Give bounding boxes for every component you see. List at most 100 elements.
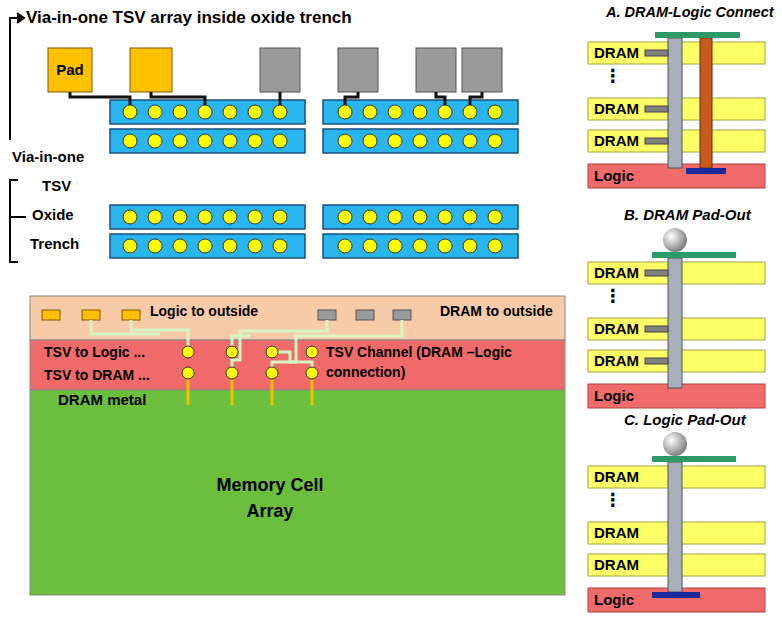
- ellipsis-mark: ⋮: [604, 66, 622, 88]
- tsv-via: [388, 105, 402, 119]
- tsv-via: [488, 134, 502, 148]
- node-text: Pad: [56, 61, 84, 79]
- tsv-via: [198, 134, 212, 148]
- dram-die: DRAM: [588, 262, 765, 284]
- node-text: DRAM: [594, 468, 639, 486]
- tsv-via: [273, 210, 287, 224]
- node-text: Memory Cell Array: [215, 472, 325, 524]
- node-text: DRAM: [594, 264, 639, 282]
- pad-box: Pad: [48, 48, 92, 92]
- logic-die: Logic: [588, 164, 765, 188]
- tsv-via: [488, 210, 502, 224]
- diagram-title: Via-in-one TSV array inside oxide trench: [26, 8, 352, 28]
- node-text: DRAM: [594, 556, 639, 574]
- side-label: TSV: [42, 177, 71, 195]
- node-text: DRAM: [594, 44, 639, 62]
- tsv-via: [123, 239, 137, 253]
- tsv-via: [463, 239, 477, 253]
- tsv-via: [248, 134, 262, 148]
- tsv-via: [148, 105, 162, 119]
- panel-title: C. Logic Pad-Out: [624, 411, 746, 429]
- tsv-via: [488, 105, 502, 119]
- tsv-via: [463, 105, 477, 119]
- dram-die: DRAM: [588, 466, 765, 488]
- dram-die: DRAM: [588, 42, 765, 64]
- dram-die: DRAM: [588, 318, 765, 340]
- tsv-via: [463, 134, 477, 148]
- tsv-via: [223, 210, 237, 224]
- tsv-via: [413, 105, 427, 119]
- node-text: TSV to Logic ...: [44, 342, 204, 362]
- tsv-via: [413, 239, 427, 253]
- tsv-via: [438, 105, 452, 119]
- logic-die: Logic: [588, 384, 765, 408]
- tsv-via: [173, 105, 187, 119]
- tsv-band: TSV to Logic ... TSV to DRAM ... TSV Chann…: [30, 340, 565, 390]
- tsv-via: [438, 210, 452, 224]
- tsv-via: [363, 134, 377, 148]
- tsv-via: [363, 210, 377, 224]
- dram-die: DRAM: [588, 98, 765, 120]
- tsv-via: [388, 239, 402, 253]
- tsv-via: [148, 210, 162, 224]
- tsv-via: [248, 239, 262, 253]
- panel-title: A. DRAM-Logic Connect: [606, 4, 774, 21]
- tsv-via: [248, 105, 262, 119]
- tsv-via: [388, 134, 402, 148]
- dram-die: DRAM: [588, 350, 765, 372]
- node-text: Logic: [594, 167, 634, 185]
- tsv-via: [363, 105, 377, 119]
- side-label: Oxide: [32, 206, 74, 224]
- outside-pad-band: Logic to outsideDRAM to outside: [30, 296, 565, 340]
- tsv-via: [198, 210, 212, 224]
- node-text: DRAM to outside: [440, 301, 590, 321]
- tsv-via: [173, 210, 187, 224]
- tsv-via: [248, 210, 262, 224]
- dram-die: DRAM: [588, 554, 765, 576]
- node-text: Logic to outside: [150, 301, 350, 321]
- tsv-via: [338, 239, 352, 253]
- tsv-via: [148, 134, 162, 148]
- tsv-via: [123, 134, 137, 148]
- dram-die: DRAM: [588, 522, 765, 544]
- tsv-via: [363, 239, 377, 253]
- tsv-via: [338, 210, 352, 224]
- tsv-via: [198, 239, 212, 253]
- side-label: Via-in-one: [12, 148, 84, 166]
- node-text: TSV to DRAM ...: [44, 365, 204, 385]
- tsv-via: [438, 239, 452, 253]
- tsv-via: [338, 105, 352, 119]
- tsv-via: [413, 134, 427, 148]
- tsv-via: [173, 239, 187, 253]
- side-label: Trench: [30, 235, 79, 253]
- tsv-via: [273, 134, 287, 148]
- node-text: DRAM: [594, 100, 639, 118]
- logic-die: Logic: [588, 588, 765, 612]
- ellipsis-mark: ⋮: [604, 490, 622, 512]
- memory-cell-array: Memory Cell Array: [30, 390, 565, 595]
- tsv-via: [223, 239, 237, 253]
- tsv-via: [148, 239, 162, 253]
- part-label: DRAM metal: [58, 391, 146, 409]
- node-text: Logic: [594, 591, 634, 609]
- node-text: Logic: [594, 387, 634, 405]
- tsv-via: [463, 210, 477, 224]
- tsv-via: [123, 105, 137, 119]
- tsv-via: [223, 105, 237, 119]
- node-text: TSV Channel (DRAM –Logic connection): [326, 342, 561, 383]
- tsv-via: [123, 210, 137, 224]
- tsv-via: [273, 239, 287, 253]
- tsv-via: [273, 105, 287, 119]
- node-text: DRAM: [594, 352, 639, 370]
- node-text: DRAM: [594, 524, 639, 542]
- ellipsis-mark: ⋮: [604, 286, 622, 308]
- tsv-via: [338, 134, 352, 148]
- dram-die: DRAM: [588, 130, 765, 152]
- tsv-via: [388, 210, 402, 224]
- tsv-via: [198, 105, 212, 119]
- tsv-via: [488, 239, 502, 253]
- tsv-via: [173, 134, 187, 148]
- tsv-via: [438, 134, 452, 148]
- tsv-via: [413, 210, 427, 224]
